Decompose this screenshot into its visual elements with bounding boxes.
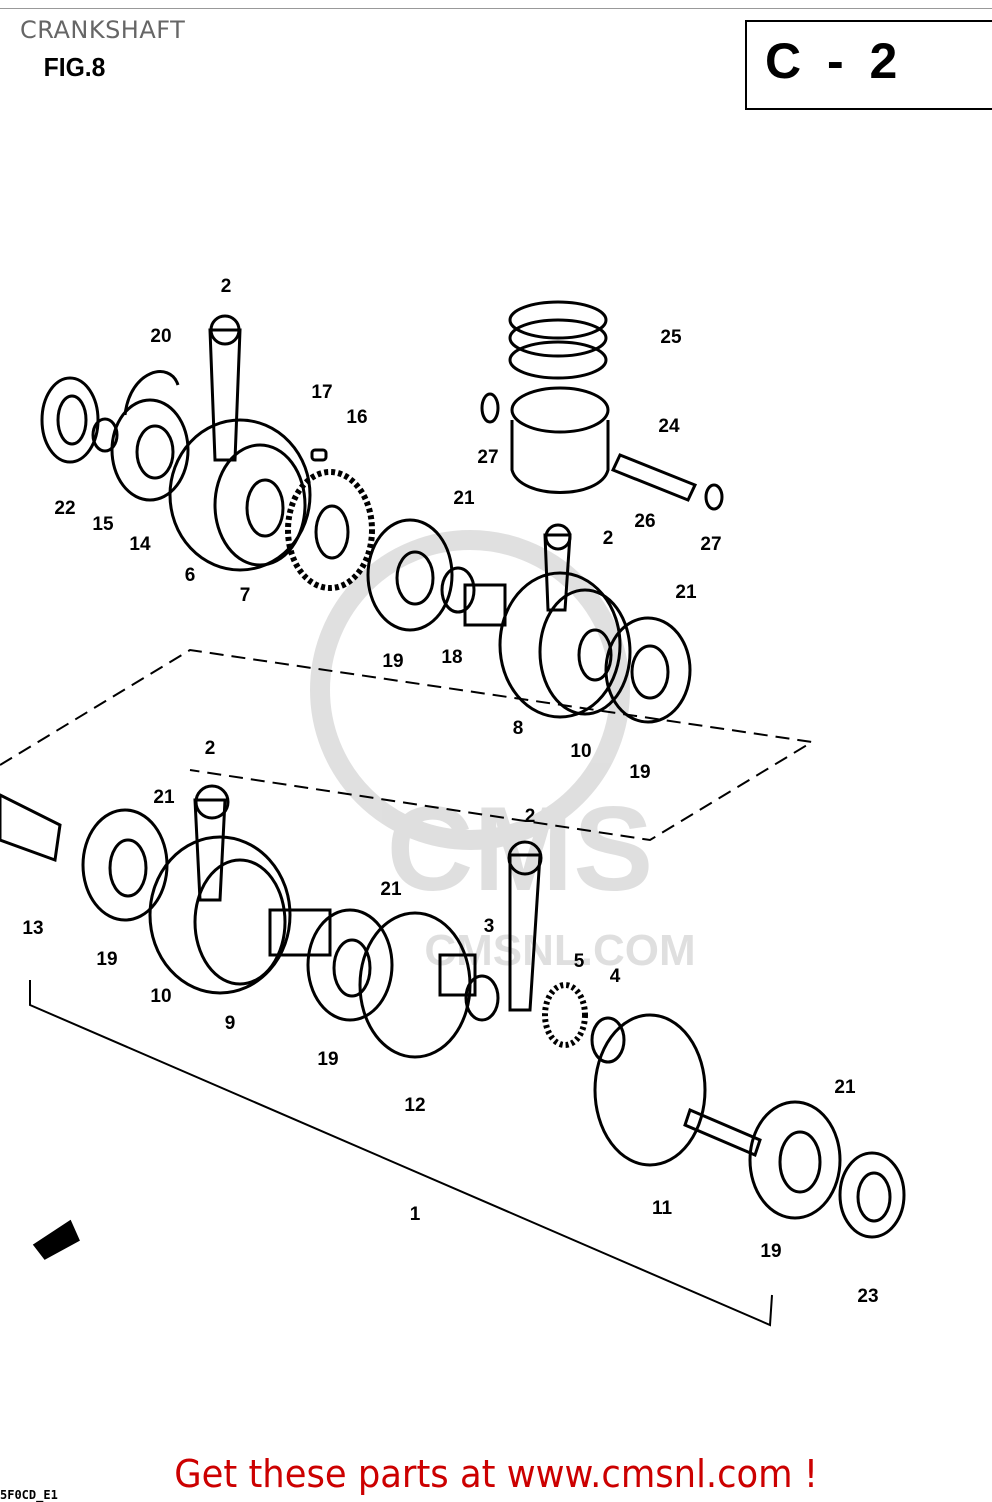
part-callout-4: 4: [610, 966, 621, 987]
part-callout-20: 20: [150, 326, 171, 347]
part-callout-27: 27: [477, 447, 498, 468]
parts-drawing: [0, 300, 906, 1327]
part-callout-15: 15: [92, 514, 114, 535]
promo-link[interactable]: Get these parts at www.cmsnl.com !: [174, 1452, 818, 1496]
part-callout-18: 18: [441, 647, 462, 668]
top-divider: [0, 8, 992, 9]
part-callout-8: 8: [513, 718, 524, 739]
part-callout-2: 2: [205, 738, 216, 759]
part-callout-19: 19: [629, 762, 650, 783]
part-callout-2: 2: [221, 276, 232, 297]
watermark-logo: CMS CMSNL.COM: [310, 530, 696, 975]
part-callout-27: 27: [700, 534, 721, 555]
part-callout-6: 6: [185, 565, 196, 586]
section-code-box: C - 2: [745, 20, 992, 110]
section-code: C - 2: [765, 33, 904, 89]
part-callout-5: 5: [574, 951, 585, 972]
part-callout-7: 7: [240, 585, 251, 606]
part-callout-25: 25: [660, 327, 682, 348]
part-callout-22: 22: [54, 498, 75, 519]
part-callout-1: 1: [410, 1204, 421, 1225]
part-callout-21: 21: [834, 1077, 856, 1098]
part-callout-24: 24: [658, 416, 680, 437]
part-callout-10: 10: [150, 986, 171, 1007]
part-callout-23: 23: [857, 1286, 878, 1307]
part-callout-21: 21: [380, 879, 402, 900]
part-callout-26: 26: [634, 511, 655, 532]
part-callout-21: 21: [153, 787, 175, 808]
part-callout-21: 21: [675, 582, 697, 603]
part-callout-11: 11: [652, 1198, 673, 1219]
part-callout-10: 10: [570, 741, 591, 762]
part-callout-19: 19: [317, 1049, 338, 1070]
drawing-code: 5F0CD_E1: [0, 1488, 58, 1502]
part-callout-19: 19: [760, 1241, 781, 1262]
part-callout-19: 19: [96, 949, 117, 970]
part-callout-21: 21: [453, 488, 475, 509]
part-callout-9: 9: [225, 1013, 236, 1034]
part-callout-2: 2: [603, 528, 614, 549]
part-callout-16: 16: [346, 407, 367, 428]
figure-number: FIG.8: [43, 52, 106, 82]
page-title: CRANKSHAFT: [20, 16, 186, 44]
part-callout-3: 3: [484, 916, 495, 937]
part-callout-14: 14: [129, 534, 151, 555]
part-callout-19: 19: [382, 651, 403, 672]
part-callout-13: 13: [22, 918, 43, 939]
part-callout-12: 12: [404, 1095, 425, 1116]
watermark-text: CMS: [387, 782, 654, 916]
part-callout-17: 17: [311, 382, 332, 403]
part-callout-2: 2: [525, 806, 536, 827]
